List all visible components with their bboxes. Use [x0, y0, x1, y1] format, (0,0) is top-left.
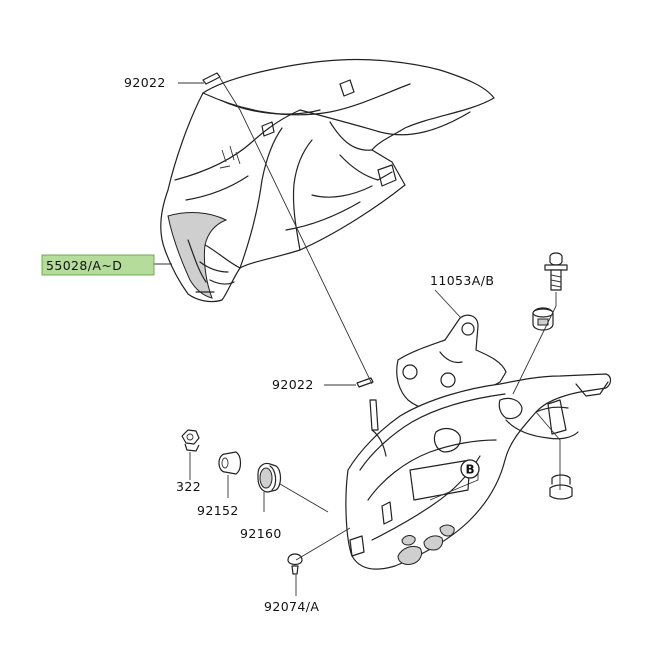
callout-92152: 92152: [197, 503, 239, 518]
reference-marker-b-text: B: [466, 463, 475, 477]
label-92022-mid[interactable]: 92022: [272, 377, 314, 392]
callout-92022-top: 92022: [124, 75, 166, 90]
callout-92074: 92074/A: [264, 599, 319, 614]
grommet-92160[interactable]: [257, 462, 282, 493]
label-92160[interactable]: 92160: [240, 526, 282, 541]
label-322[interactable]: 322: [176, 479, 201, 494]
label-92022-top[interactable]: 92022: [124, 75, 166, 90]
label-55028[interactable]: 55028/A~D: [41, 254, 155, 276]
highlight-55028: [41, 254, 155, 276]
callout-322: 322: [176, 479, 201, 494]
clip-92022-top[interactable]: [202, 72, 221, 85]
label-92152[interactable]: 92152: [197, 503, 239, 518]
label-11053[interactable]: 11053A/B: [430, 273, 494, 288]
cowl-stay-part[interactable]: [345, 314, 612, 570]
bolt-and-grommet[interactable]: [532, 252, 568, 331]
reference-marker-b: B: [460, 459, 480, 479]
callout-11053: 11053A/B: [430, 273, 494, 288]
callout-55028: 55028/A~D: [46, 258, 122, 273]
callout-92022-mid: 92022: [272, 377, 314, 392]
upper-cowl-part[interactable]: [160, 58, 495, 303]
label-92074[interactable]: 92074/A: [264, 599, 319, 614]
leader-lines: [154, 77, 561, 596]
collar-92152[interactable]: [218, 451, 242, 475]
callout-92160: 92160: [240, 526, 282, 541]
clip-92074[interactable]: [287, 553, 303, 575]
nut-322[interactable]: [181, 429, 200, 452]
clip-92022-mid[interactable]: [356, 377, 374, 388]
